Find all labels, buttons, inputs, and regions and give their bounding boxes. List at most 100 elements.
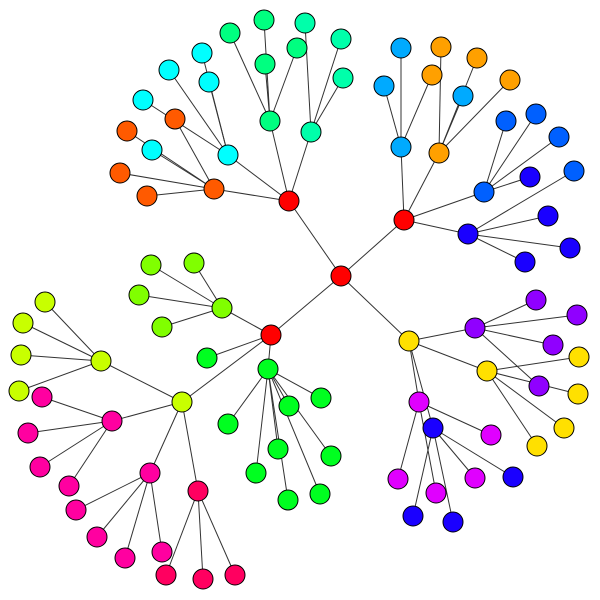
node-g4b: [192, 568, 214, 590]
node-layer: [8, 9, 590, 590]
edge-n2-d4: [403, 219, 469, 235]
edge-n1-c3: [269, 120, 290, 202]
node-d3d: [519, 166, 541, 188]
node-d1a: [373, 75, 395, 97]
node-f2: [257, 358, 279, 380]
edge-c2-c2d: [201, 52, 229, 156]
edge-e3-e3c: [418, 401, 492, 436]
node-c2: [217, 144, 239, 166]
node-e4d: [502, 466, 524, 488]
node-e3c: [480, 424, 502, 446]
edge-d1-d1a: [383, 85, 402, 148]
node-d4a: [537, 205, 559, 227]
node-c2a: [132, 89, 154, 111]
node-g1: [90, 350, 112, 372]
edge-d3-d3b: [483, 113, 537, 193]
node-g1c: [10, 344, 32, 366]
node-c3: [259, 110, 281, 132]
edge-g4-g4b: [197, 490, 204, 580]
node-f2c: [217, 413, 239, 435]
node-d4: [457, 223, 479, 245]
node-g3d: [151, 541, 173, 563]
edge-f1-f1c: [138, 294, 223, 309]
edge-f3-g4: [181, 401, 199, 492]
edge-f3-g3: [149, 401, 183, 474]
node-c3a: [219, 22, 241, 44]
node-d2b: [430, 36, 452, 58]
node-d1: [390, 136, 412, 158]
node-n1: [278, 190, 300, 212]
edge-c1-c1c: [146, 188, 215, 197]
edge-n4-e1: [408, 327, 476, 342]
node-e2: [476, 360, 498, 382]
edge-c3-c3a: [229, 32, 271, 122]
edge-e1-e1d: [474, 327, 540, 387]
node-n4: [398, 330, 420, 352]
node-c2b: [158, 59, 180, 81]
edge-g2-g2c: [39, 420, 113, 468]
node-c1a: [116, 120, 138, 142]
edge-d4-d4b: [467, 233, 526, 263]
edge-n1-c2: [227, 154, 290, 202]
node-c1c: [136, 185, 158, 207]
edge-e4-e4d: [432, 427, 514, 478]
edge-f2-f2g: [267, 368, 332, 457]
edge-d1-d1c: [400, 74, 433, 148]
node-d2c: [466, 47, 488, 69]
node-c4c: [332, 67, 354, 89]
node-e4a: [402, 505, 424, 527]
node-d1c: [421, 64, 443, 86]
edge-d4-d4a: [467, 215, 549, 235]
edge-f3-g1: [100, 360, 183, 403]
node-g3: [139, 462, 161, 484]
node-c2c: [198, 71, 220, 93]
edge-g1-g1b: [22, 322, 102, 362]
edge-f2-f2i: [267, 368, 321, 495]
node-e1d: [528, 375, 550, 397]
node-g2d: [58, 475, 80, 497]
node-f2f: [245, 462, 267, 484]
edge-n2-d1: [400, 146, 405, 221]
node-f2h: [277, 489, 299, 511]
edge-c1-c1b: [119, 172, 215, 190]
edge-d3-d3a: [483, 120, 507, 193]
node-e3a: [387, 468, 409, 490]
node-g1a: [34, 291, 56, 313]
edge-c2-c2b: [168, 69, 229, 156]
node-g2b: [17, 422, 39, 444]
node-d2: [428, 142, 450, 164]
node-g2a: [31, 386, 53, 408]
node-n2: [393, 209, 415, 231]
edge-n0-n1: [288, 200, 342, 277]
node-c1d: [164, 108, 186, 130]
edge-f2-f2c: [227, 368, 269, 425]
node-c1: [203, 178, 225, 200]
edge-g3-g3b: [96, 472, 151, 538]
edge-n1-c1: [213, 188, 290, 202]
node-f2e: [267, 438, 289, 460]
edge-e4-e4a: [412, 427, 434, 517]
edge-g2-g2a: [41, 396, 113, 422]
node-d2d: [499, 69, 521, 91]
edge-n2-d3: [403, 191, 485, 221]
node-g2c: [29, 456, 51, 478]
edge-g1-g1c: [20, 354, 102, 362]
edge-e1-e1b: [474, 314, 578, 329]
node-d3: [473, 181, 495, 203]
edge-e2-e2a: [486, 356, 580, 372]
edge-g2-g2b: [27, 420, 113, 434]
edge-e3-e3a: [397, 401, 420, 480]
edge-n3-f2a: [206, 334, 272, 359]
edge-n1-c4: [288, 131, 312, 202]
edge-e1-e1a: [474, 299, 537, 329]
edge-f2-f2f: [255, 368, 269, 474]
node-g3c: [114, 547, 136, 569]
edge-c4-c4a: [304, 22, 312, 133]
edge-g1-g1a: [44, 301, 102, 362]
edge-g2-g2d: [68, 420, 113, 487]
node-n3: [260, 324, 282, 346]
edge-g3-g3a: [75, 472, 151, 511]
edge-d2-d2b: [438, 46, 442, 154]
node-c2d: [191, 42, 213, 64]
